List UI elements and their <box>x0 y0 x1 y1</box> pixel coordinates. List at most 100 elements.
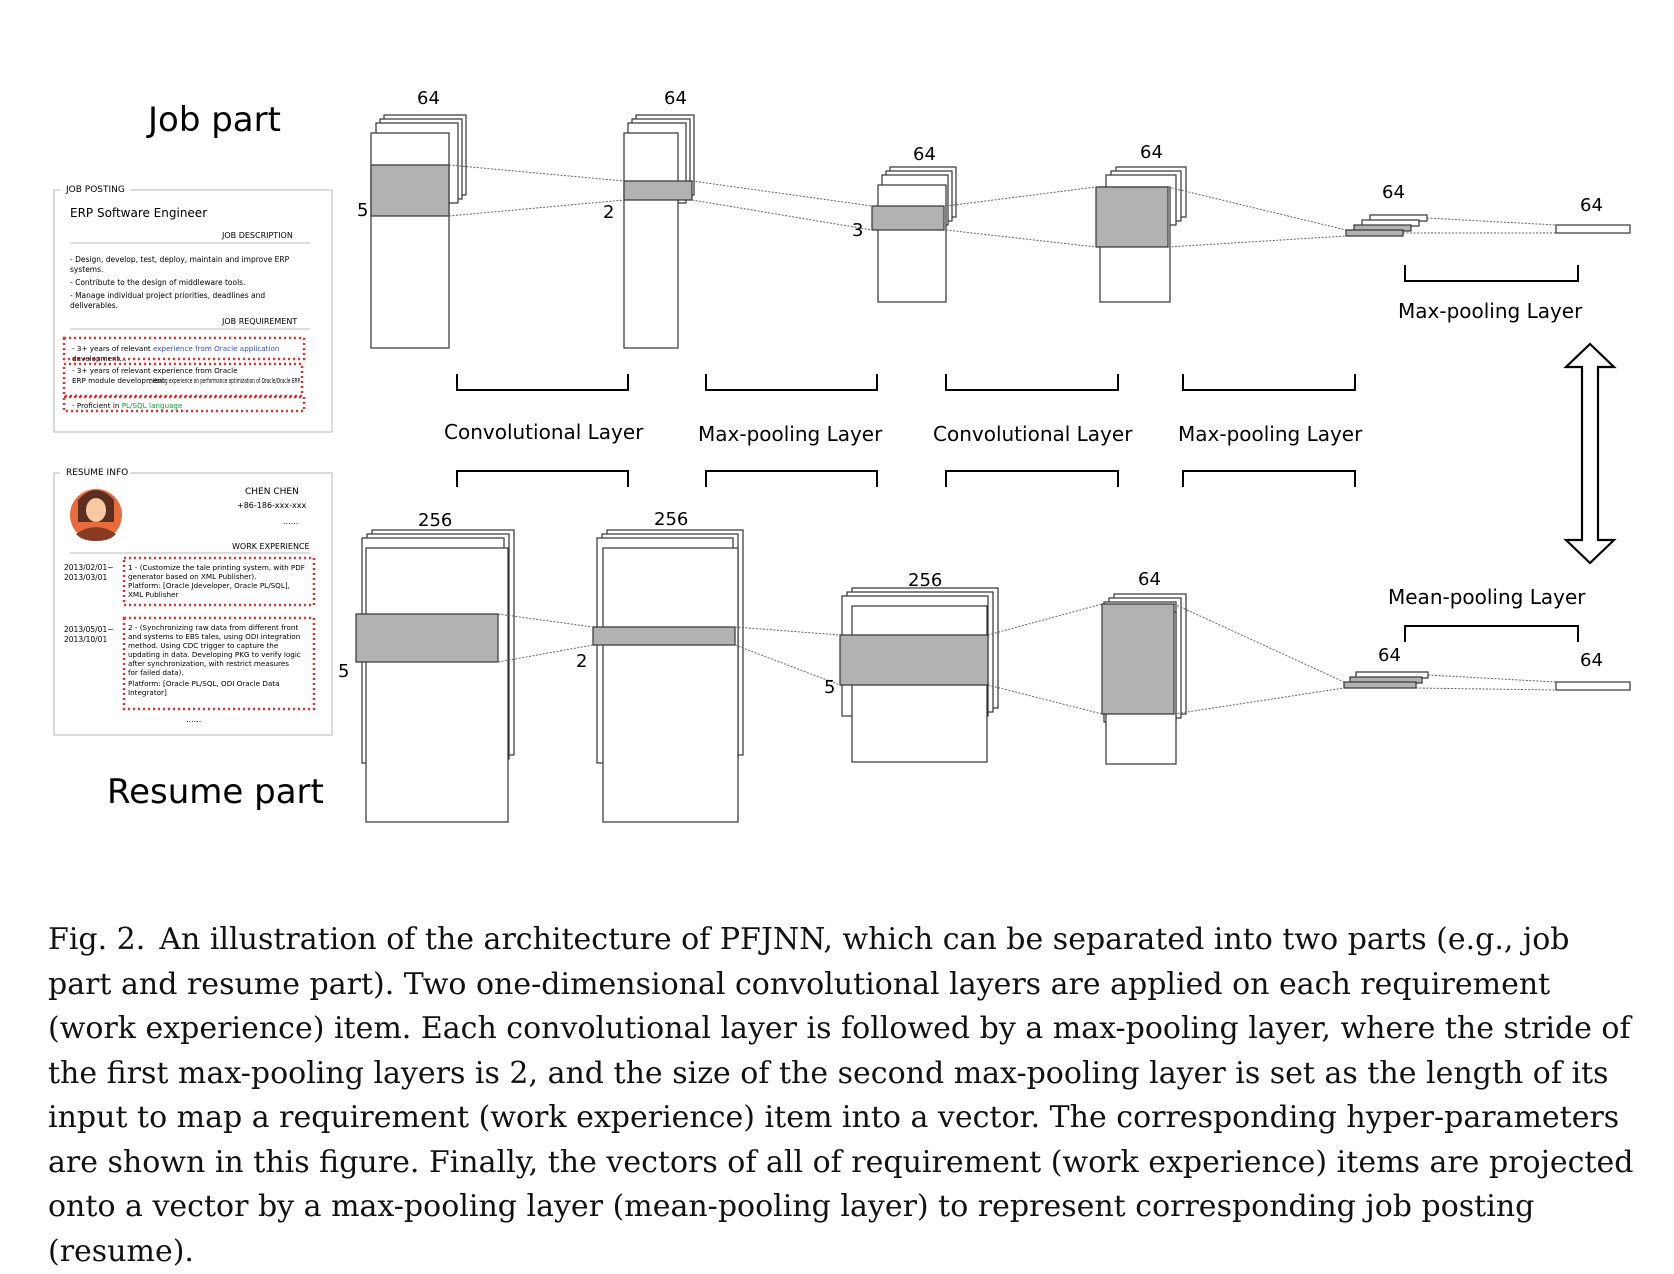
job-pool1-depth: 64 <box>664 88 687 109</box>
job-conv2-feature-stack <box>871 166 957 303</box>
job-conv1-kernel: 5 <box>357 200 368 221</box>
job-posting-card: JOB POSTING ERP Software Engineer JOB DE… <box>53 184 333 433</box>
resume-final-layer-label: Mean-pooling Layer <box>1388 585 1586 609</box>
job-item-vectors-depth: 64 <box>1382 182 1405 203</box>
resume-pool2-window <box>1101 603 1175 715</box>
work-experience-header: WORK EXPERIENCE <box>232 542 310 551</box>
job-pool1-stride: 2 <box>603 202 614 223</box>
experience-line: 1 - (Customize the tale printing system,… <box>128 563 305 572</box>
resume-info-header: RESUME INFO <box>66 468 128 478</box>
resume-footer: ...... <box>186 715 201 724</box>
experience-highlight-box <box>122 556 316 607</box>
resume-pool1-depth: 256 <box>654 509 688 530</box>
layer-label-conv1: Convolutional Layer <box>444 420 644 444</box>
experience-line: generator based on XML Publisher). <box>128 572 257 581</box>
layer-label-pool2: Max-pooling Layer <box>1178 422 1363 446</box>
avatar <box>70 489 122 541</box>
resume-info-card: RESUME INFO CHEN CHEN +86-186-xxx-xxx ..… <box>53 467 333 736</box>
experience-line: Integrator] <box>128 688 167 697</box>
job-posting-header: JOB POSTING <box>65 185 125 195</box>
job-conv2-depth: 64 <box>913 144 936 165</box>
experience-line: and systems to EBS tales, using ODI inte… <box>128 632 300 641</box>
requirement-item-highlight: ERP module development <box>72 376 165 385</box>
job-final-layer-label: Max-pooling Layer <box>1398 299 1583 323</box>
lower-brackets <box>456 470 1356 487</box>
resume-network <box>355 529 1631 823</box>
description-line: - Manage individual project priorities, … <box>70 291 265 300</box>
experience-line: updating in data. Developing PKG to veri… <box>128 650 301 659</box>
description-line: deliverables. <box>70 301 118 310</box>
resume-final-bracket <box>1404 625 1579 642</box>
job-conv2-kernel: 3 <box>852 220 863 241</box>
job-conv1-feature-stack <box>370 114 467 349</box>
job-network <box>370 114 1631 349</box>
resume-conv2-window <box>839 634 989 686</box>
job-conv1-depth: 64 <box>417 88 440 109</box>
requirement-item: - 3+ years of relevant experience from O… <box>72 344 279 353</box>
double-arrow-icon <box>1563 342 1617 565</box>
resume-pool1-stride: 2 <box>576 651 587 672</box>
job-part-title: Job part <box>146 100 281 140</box>
job-pool1-feature-stack <box>623 114 695 349</box>
resume-pool2-depth: 64 <box>1138 569 1161 590</box>
resume-conv2-kernel: 5 <box>824 677 835 698</box>
requirement-highlight-box <box>62 395 306 413</box>
job-conv1-window <box>370 164 450 217</box>
resume-conv2-depth: 256 <box>908 570 942 591</box>
resume-phone: +86-186-xxx-xxx <box>237 501 306 510</box>
experience-date: 2013/05/01~ <box>64 625 114 634</box>
job-requirement-header: JOB REQUIREMENT <box>221 317 297 326</box>
resume-output-depth: 64 <box>1580 650 1603 671</box>
job-pool2-depth: 64 <box>1140 142 1163 163</box>
description-line: systems. <box>70 265 103 274</box>
experience-line: method. Using CDC trigger to capture the <box>128 641 279 650</box>
requirement-item: - 3+ years of relevant experience from O… <box>72 366 238 375</box>
description-line: - Contribute to the design of middleware… <box>70 278 245 287</box>
layer-label-pool1: Max-pooling Layer <box>698 422 883 446</box>
job-output-depth: 64 <box>1580 195 1603 216</box>
figure-caption: Fig. 2.An illustration of the architectu… <box>48 918 1638 1274</box>
resume-output-vector <box>1555 681 1631 691</box>
resume-more: ...... <box>283 517 298 526</box>
job-item-vectors <box>1345 214 1428 237</box>
requirement-highlight-box <box>62 336 306 361</box>
job-final-bracket <box>1404 265 1579 282</box>
job-title-text: ERP Software Engineer <box>70 206 207 220</box>
resume-item-vectors <box>1343 671 1429 689</box>
experience-line: after synchronization, with restrict mea… <box>128 659 289 668</box>
requirement-item-tail: development... <box>72 354 126 363</box>
experience-line: Platform: [Oracle Jdeveloper, Oracle PL/… <box>128 581 290 590</box>
resume-part-title: Resume part <box>107 772 324 812</box>
resume-conv1-kernel: 5 <box>338 661 349 682</box>
job-pool2-feature-stack <box>1095 166 1187 303</box>
resume-pool1-window <box>592 626 736 646</box>
job-pool2-window <box>1095 186 1169 248</box>
description-line: - Design, develop, test, deploy, maintai… <box>70 255 290 264</box>
experience-date: 2013/02/01~ <box>64 563 114 572</box>
experience-line: Platform: [Oracle PL/SQL, ODI Oracle Dat… <box>128 679 279 688</box>
job-projection-lines <box>448 164 1557 248</box>
figure-label: Fig. 2. <box>48 922 146 957</box>
resume-conv1-window <box>355 613 499 663</box>
job-conv2-window <box>871 205 945 231</box>
experience-line: XML Publisher <box>128 590 178 599</box>
resume-pool2-feature-stack <box>1101 593 1187 765</box>
layer-label-conv2: Convolutional Layer <box>933 422 1133 446</box>
resume-conv2-feature-stack <box>839 587 999 763</box>
job-output-vector <box>1555 224 1631 234</box>
experience-line: for failed data). <box>128 668 184 677</box>
requirement-item-tail: ; Having experience on performance optim… <box>150 376 300 385</box>
experience-line: 2 - (Synchronizing raw data from differe… <box>128 623 298 632</box>
job-pool1-window <box>623 180 693 201</box>
figure-caption-text: An illustration of the architecture of P… <box>48 922 1634 1269</box>
resume-pool1-feature-stack <box>592 529 744 823</box>
architecture-figure: Job part JOB POSTING ERP Software Engine… <box>53 88 1631 823</box>
resume-name: CHEN CHEN <box>245 487 299 497</box>
experience-date: 2013/10/01 <box>64 635 107 644</box>
job-description-header: JOB DESCRIPTION <box>221 231 293 240</box>
upper-brackets <box>456 374 1356 391</box>
resume-conv1-feature-stack <box>355 529 515 823</box>
requirement-item: - Proficient in PL/SQL language <box>72 401 183 410</box>
experience-date: 2013/03/01 <box>64 573 107 582</box>
resume-conv1-depth: 256 <box>418 510 452 531</box>
